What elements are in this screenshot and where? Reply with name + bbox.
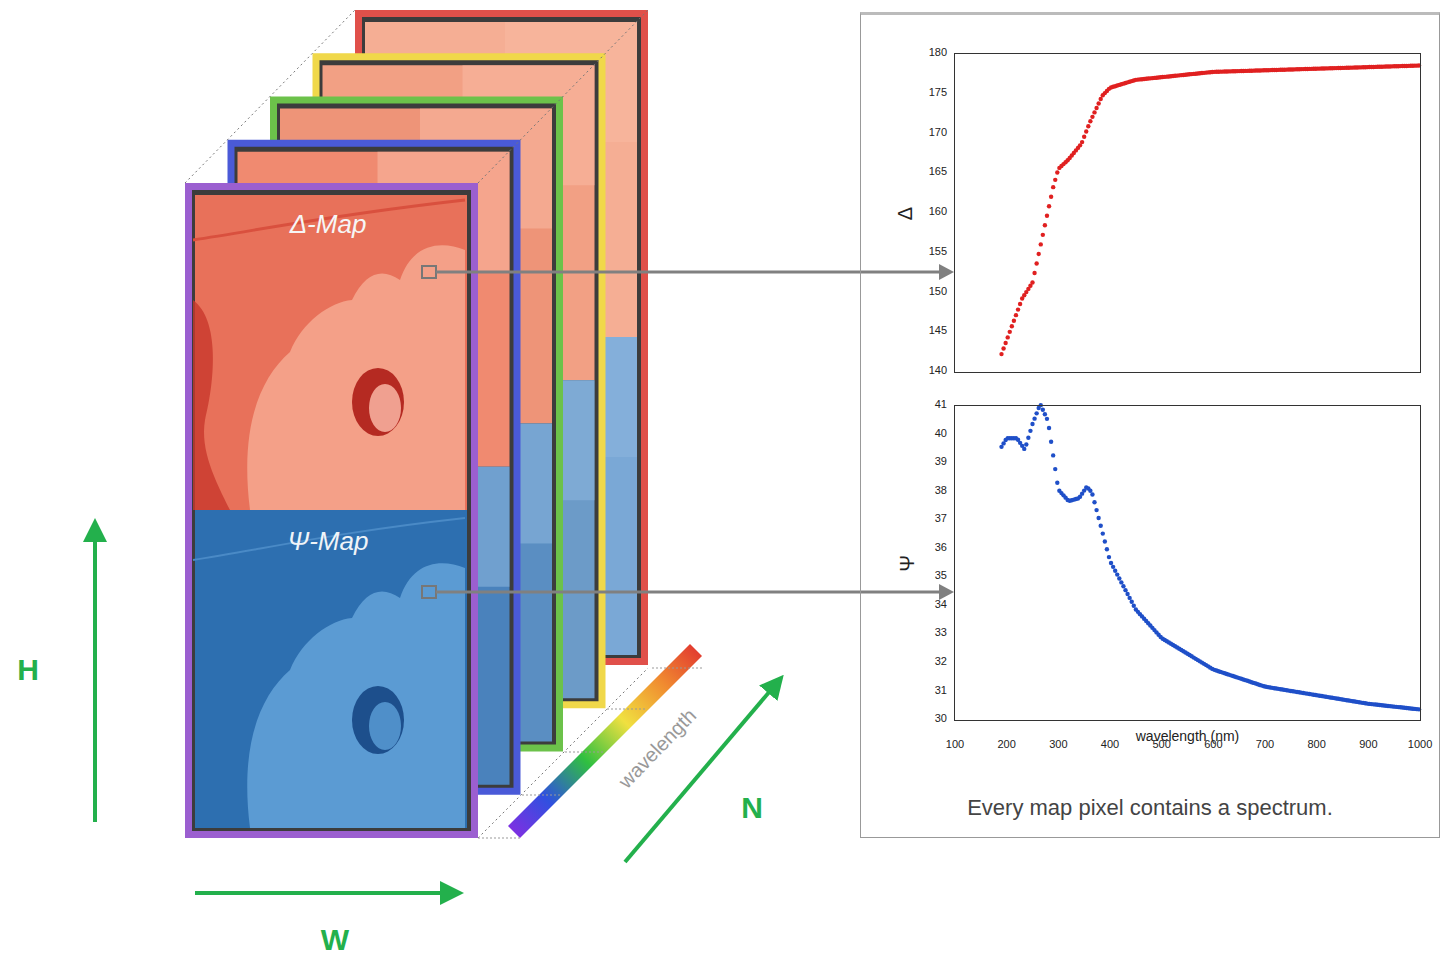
node-text: Δ-Map [290,209,367,240]
axis-tick: 31 [935,684,947,696]
axis-tick: 37 [935,512,947,524]
axis-tick: 32 [935,655,947,667]
axis-tick: 145 [929,324,947,336]
axis-tick: 34 [935,598,947,610]
psi-plot: Ψwavelength (nm) [954,405,1421,721]
spectrum-panel: Every map pixel contains a spectrum. Δ Ψwa… [860,12,1440,838]
axis-tick: 300 [1049,738,1067,750]
axis-tick: 600 [1204,738,1222,750]
axis-tick: 140 [929,364,947,376]
axis-tick: 35 [935,569,947,581]
axis-tick: 500 [1153,738,1171,750]
axis-letter: H [17,653,39,687]
node-text: Ψ [896,555,919,572]
axis-tick: 165 [929,165,947,177]
axis-tick: 30 [935,712,947,724]
axis-tick: 800 [1308,738,1326,750]
axis-tick: 400 [1101,738,1119,750]
pointer-arrow [465,584,954,600]
axis-tick: 155 [929,245,947,257]
axis-tick: 900 [1359,738,1377,750]
axis-tick: 38 [935,484,947,496]
node-text: Ψ-Map [288,526,369,557]
axis-tick: 160 [929,205,947,217]
axis-tick: 36 [935,541,947,553]
axis-tick: 200 [997,738,1015,750]
pointer-arrow [465,264,954,280]
axis-tick: 33 [935,626,947,638]
axis-tick: 700 [1256,738,1274,750]
axis-tick: 100 [946,738,964,750]
delta-map-panel: Δ-Map [193,195,465,510]
axis-tick: 41 [935,398,947,410]
axis-tick: 1000 [1408,738,1432,750]
node-text: Every map pixel contains a spectrum. [967,795,1333,821]
axis-tick: 170 [929,126,947,138]
node-text: wavelength (nm) [1136,728,1240,744]
node-text: Δ [894,207,917,220]
axis-letter: W [321,923,349,957]
axis-tick: 40 [935,427,947,439]
axis-tick: 175 [929,86,947,98]
delta-plot: Δ [954,53,1421,373]
axis-letter: N [741,791,763,825]
axis-tick: 180 [929,46,947,58]
axis-tick: 39 [935,455,947,467]
psi-map-panel: Ψ-Map [193,510,465,828]
axis-tick: 150 [929,285,947,297]
